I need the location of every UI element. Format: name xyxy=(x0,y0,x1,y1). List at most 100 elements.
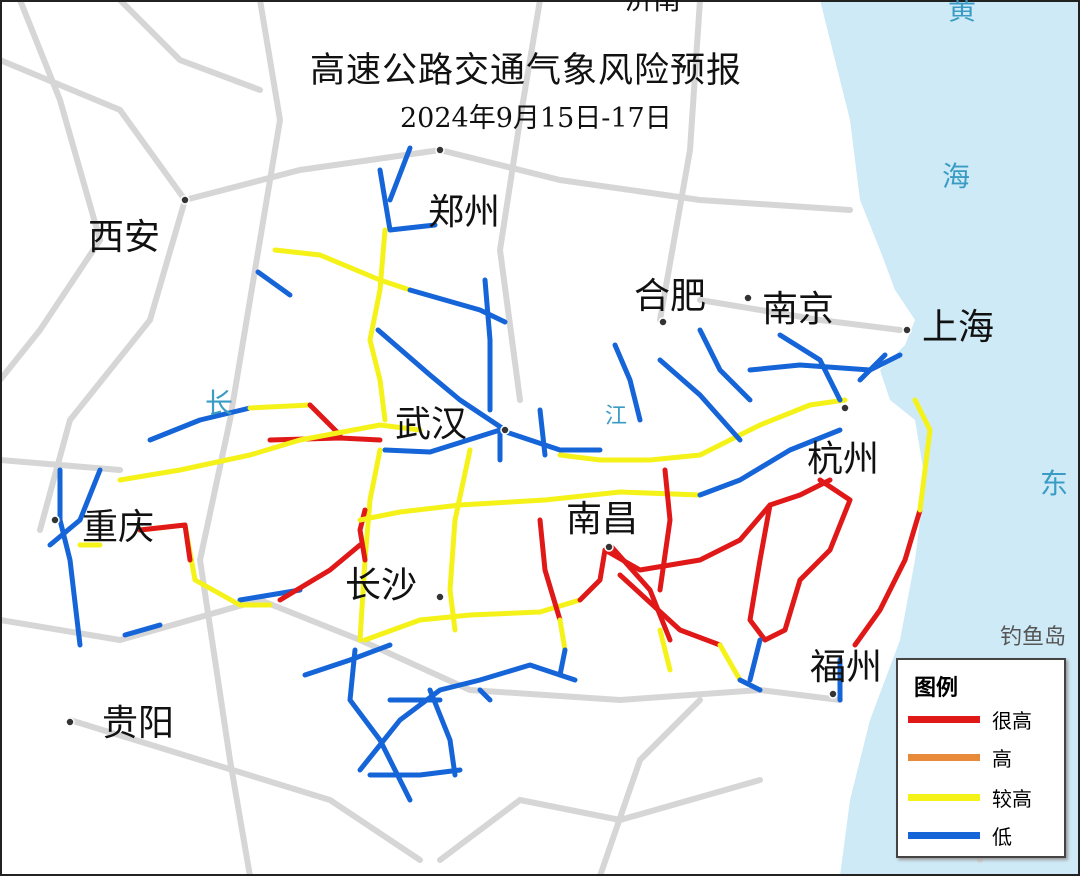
city-label-chongqing: 重庆 xyxy=(82,507,155,548)
legend-label: 高 xyxy=(992,746,1012,771)
forecast-road-segment xyxy=(307,402,343,438)
legend-swatch xyxy=(908,793,980,801)
city-markers xyxy=(50,145,912,727)
forecast-road-segment xyxy=(697,427,843,498)
forecast-road-segment xyxy=(347,647,413,803)
legend-swatch xyxy=(908,715,980,723)
forecast-road-segment xyxy=(272,247,413,293)
city-label-changsha: 长沙 xyxy=(345,565,418,606)
legend-label: 低 xyxy=(992,824,1012,849)
forecast-road-segment xyxy=(367,227,388,423)
background-road xyxy=(0,596,843,704)
background-road xyxy=(697,297,903,333)
city-marker xyxy=(658,317,668,327)
city-marker xyxy=(435,145,445,155)
background-road xyxy=(437,777,763,863)
city-label-fuzhou: 福州 xyxy=(810,647,883,688)
city-marker xyxy=(435,592,445,602)
forecast-road-segment xyxy=(387,145,413,203)
forecast-road-segment xyxy=(537,407,548,458)
forecast-road-segment xyxy=(557,397,848,463)
forecast-road-segment xyxy=(747,637,763,683)
legend-label: 较高 xyxy=(992,786,1032,811)
forecast-road-segment xyxy=(277,542,363,603)
forecast-road-segment xyxy=(482,277,493,413)
city-marker xyxy=(65,717,75,727)
map-subtitle: 2024年9月15日-17日 xyxy=(400,103,672,134)
forecast-road-segment xyxy=(717,642,743,683)
island-label: 钓鱼岛 xyxy=(1000,625,1067,650)
legend: 图例 很高 高 较高 低 xyxy=(896,658,1066,858)
city-label-nanchang: 南昌 xyxy=(566,499,639,540)
forecast-road-segment xyxy=(737,677,763,693)
legend-swatch xyxy=(908,753,980,761)
city-label-zhengzhou: 郑州 xyxy=(428,192,501,233)
legend-swatch xyxy=(908,831,980,839)
forecast-roads xyxy=(47,145,933,803)
forecast-road-segment xyxy=(777,332,843,403)
forecast-road-segment xyxy=(557,617,568,653)
background-road xyxy=(496,0,543,403)
forecast-road-segment xyxy=(912,397,933,513)
background-road xyxy=(0,0,104,383)
river-label-jiang: 江 xyxy=(605,404,628,429)
forecast-road-segment xyxy=(477,687,493,703)
forecast-road-segment xyxy=(302,642,393,678)
forecast-road-segment xyxy=(657,467,673,593)
forecast-road-segment xyxy=(577,547,608,603)
forecast-road-segment xyxy=(617,572,723,648)
background-road xyxy=(657,0,703,323)
forecast-road-segment xyxy=(267,435,383,443)
legend-label: 很高 xyxy=(992,708,1032,733)
background-road xyxy=(196,0,284,876)
city-marker xyxy=(50,515,60,525)
forecast-road-segment xyxy=(377,167,438,233)
city-marker xyxy=(743,293,753,303)
forecast-road-segment xyxy=(357,662,578,773)
city-label-nanjing: 南京 xyxy=(762,289,835,330)
forecast-road-segment xyxy=(357,447,383,643)
city-marker xyxy=(828,689,838,699)
forecast-road-segment xyxy=(122,622,163,638)
city-label-hangzhou: 杭州 xyxy=(807,439,880,480)
sea-label-hai: 海 xyxy=(942,160,971,193)
river-label-chang: 长 xyxy=(205,387,234,420)
forecast-road-segment xyxy=(367,767,463,778)
forecast-road-segment xyxy=(747,477,853,643)
forecast-road-segment xyxy=(375,327,508,433)
city-marker xyxy=(500,425,510,435)
map-title: 高速公路交通气象风险预报 xyxy=(310,51,743,91)
city-marker xyxy=(840,403,850,413)
forecast-road-segment xyxy=(447,447,473,633)
legend-title: 图例 xyxy=(914,676,959,701)
forecast-road-segment xyxy=(137,522,193,563)
sea-label-huang: 黄 xyxy=(948,0,977,26)
sea-area xyxy=(820,0,1080,876)
forecast-road-segment xyxy=(117,422,423,483)
forecast-road-segment xyxy=(612,342,643,423)
forecast-road-segment xyxy=(602,477,833,573)
forecast-road-segment xyxy=(497,427,603,453)
forecast-road-segment xyxy=(47,467,103,548)
forecast-road-segment xyxy=(857,352,888,383)
forecast-road-segment xyxy=(57,467,83,648)
forecast-road-segment xyxy=(852,507,923,648)
background-road xyxy=(67,717,423,863)
city-label-jinan: 济南 xyxy=(625,0,681,18)
legend-item-high: 高 xyxy=(908,742,1012,772)
forecast-road-segment xyxy=(255,269,293,298)
forecast-road-segment xyxy=(147,405,253,443)
city-label-shanghai: 上海 xyxy=(922,307,995,348)
forecast-road-segment xyxy=(362,597,583,643)
background-road xyxy=(0,57,853,213)
forecast-road-segment xyxy=(247,402,313,411)
city-label-guiyang: 贵阳 xyxy=(102,703,175,744)
background-road xyxy=(37,197,188,533)
forecast-road-segment xyxy=(557,647,568,678)
forecast-road-segment xyxy=(607,542,673,643)
legend-item-low: 低 xyxy=(908,820,1012,850)
city-label-hefei: 合肥 xyxy=(634,276,707,317)
forecast-road-segment xyxy=(382,427,503,455)
